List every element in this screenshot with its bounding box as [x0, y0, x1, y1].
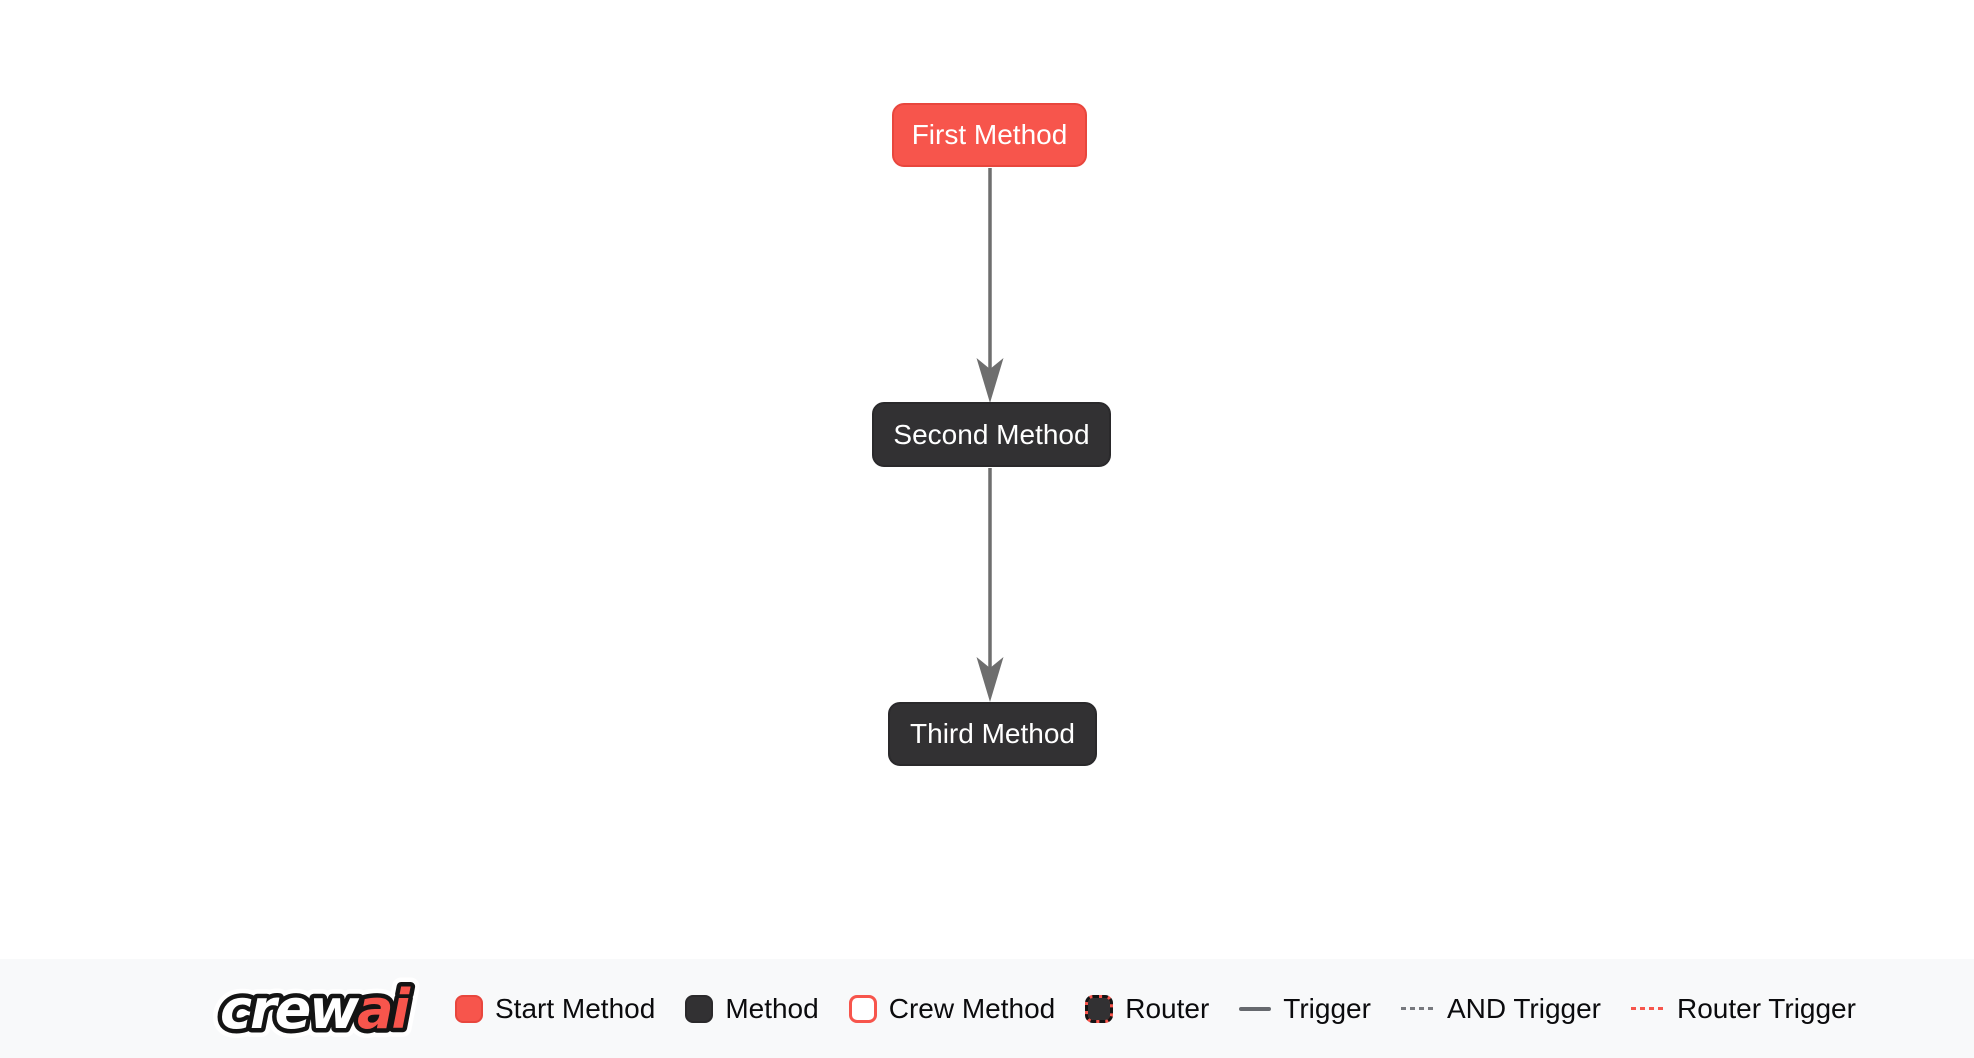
trigger-line-icon: [1239, 1006, 1272, 1011]
edge-trigger-2: [976, 468, 1004, 702]
method-swatch: [685, 994, 714, 1023]
legend-label: AND Trigger: [1446, 992, 1601, 1024]
legend-label: Start Method: [495, 992, 656, 1024]
router-trigger-line-icon: [1630, 1007, 1665, 1010]
legend-bar: crewai crewai Start Method Method Crew M…: [0, 959, 1974, 1058]
start-method-swatch: [455, 994, 483, 1023]
legend-item-trigger: Trigger: [1239, 993, 1371, 1025]
node-first-method[interactable]: First Method: [892, 103, 1087, 167]
crew-method-swatch: [848, 994, 877, 1023]
legend-item-crew-method: Crew Method: [848, 992, 1056, 1025]
node-label: Third Method: [910, 718, 1075, 749]
node-third-method[interactable]: Third Method: [888, 702, 1097, 766]
node-label: First Method: [911, 119, 1068, 150]
edge-trigger-1: [976, 168, 1004, 403]
legend-item-and-trigger: AND Trigger: [1400, 992, 1601, 1025]
legend-label: Trigger: [1283, 992, 1371, 1024]
and-trigger-line-icon: [1400, 1007, 1435, 1010]
legend-item-start-method: Start Method: [455, 993, 655, 1025]
crewai-logo: crewai crewai: [211, 969, 423, 1050]
arrowhead-icon: [976, 657, 1004, 702]
legend-item-router: Router: [1085, 993, 1209, 1025]
arrowhead-icon: [976, 358, 1004, 403]
logo-halo: crewai: [220, 978, 412, 1041]
legend-item-method: Method: [685, 992, 819, 1025]
legend-label: Router: [1125, 992, 1210, 1024]
node-second-method[interactable]: Second Method: [872, 402, 1111, 467]
legend-label: Router Trigger: [1676, 992, 1856, 1024]
router-swatch: [1085, 994, 1114, 1023]
legend-label: Method: [725, 992, 819, 1024]
node-label: Second Method: [893, 418, 1090, 450]
legend-item-router-trigger: Router Trigger: [1630, 992, 1856, 1025]
logo-text: crewai: [220, 978, 412, 1041]
legend-label: Crew Method: [888, 992, 1056, 1024]
